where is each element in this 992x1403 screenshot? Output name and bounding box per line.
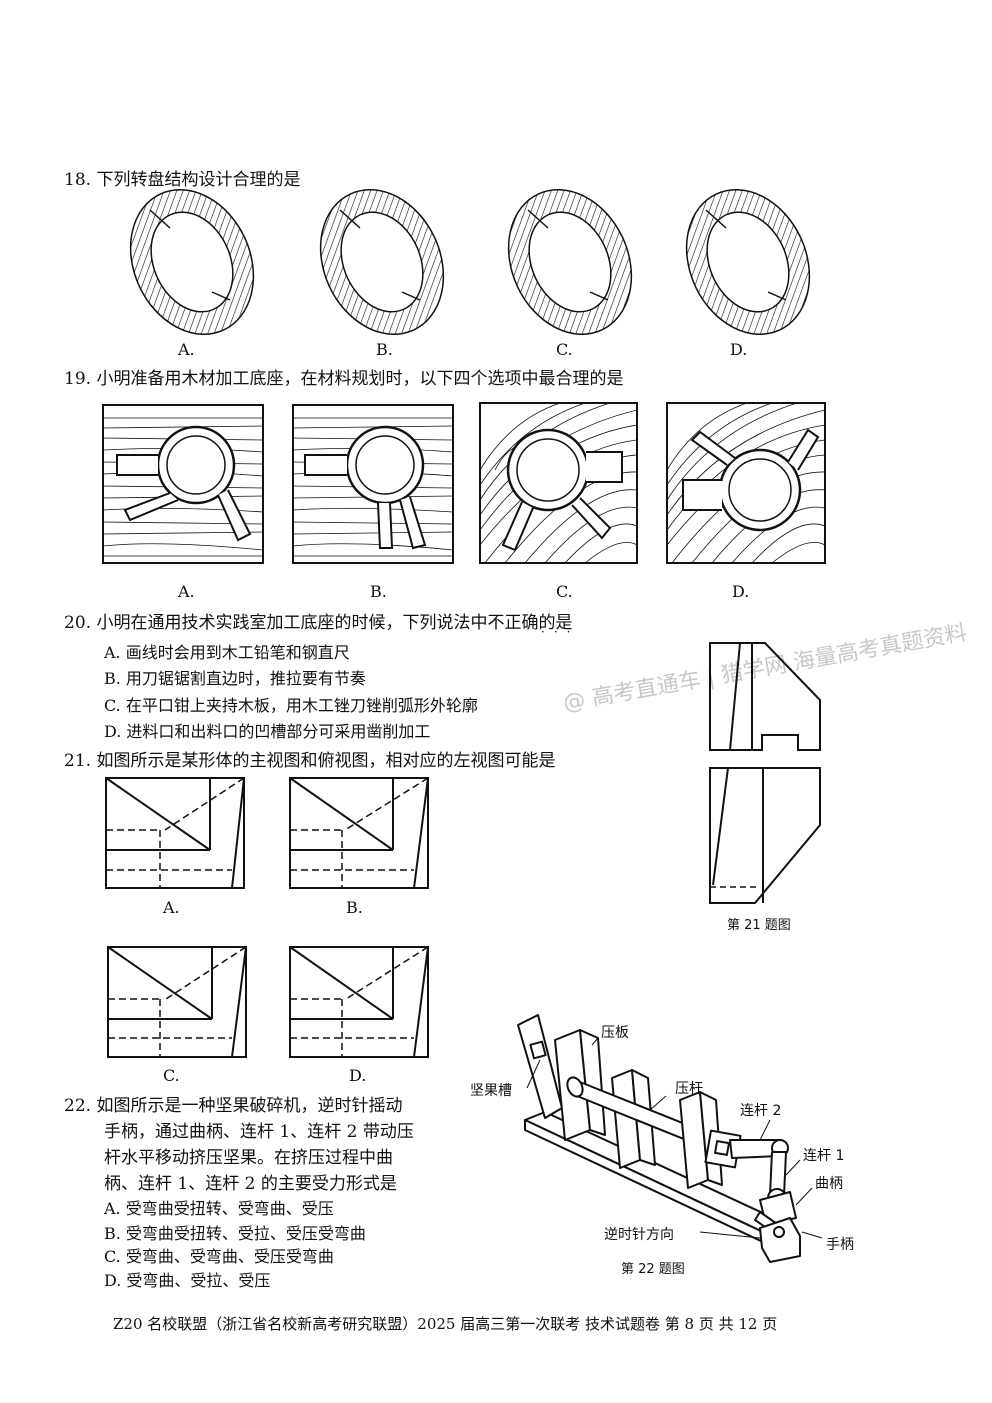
label-handle: 手柄: [826, 1237, 854, 1253]
q20-option-d[interactable]: D. 进料口和出料口的凹槽部分可采用凿削加工: [104, 722, 431, 741]
q21-stem: 21. 如图所示是某形体的主视图和俯视图，相对应的左视图可能是: [64, 751, 556, 771]
q19-option-c[interactable]: C.: [556, 582, 573, 601]
q21-front-view: [709, 642, 821, 751]
ring-option-d: [685, 188, 811, 336]
q20-option-a[interactable]: A. 画线时会用到木工铅笔和钢直尺: [104, 643, 350, 662]
q18-option-a[interactable]: A.: [178, 340, 195, 359]
q20-option-c[interactable]: C. 在平口钳上夹持木板，用木工锉刀锉削弧形外轮廓: [104, 696, 478, 715]
label-nut-slot: 坚果槽: [470, 1083, 512, 1099]
q22-option-c[interactable]: C. 受弯曲、受弯曲、受压受弯曲: [104, 1247, 334, 1266]
q21-top-view: [709, 767, 821, 904]
ring-option-b: [319, 188, 445, 336]
q22-figure-caption: 第 22 题图: [621, 1262, 685, 1277]
q22-stem-line-1: 22. 如图所示是一种坚果破碎机，逆时针摇动: [64, 1096, 403, 1116]
q18-option-d[interactable]: D.: [730, 340, 748, 359]
wood-option-b: [292, 404, 454, 564]
q18-stem: 18. 下列转盘结构设计合理的是: [64, 170, 301, 190]
q21-option-b-view: [289, 777, 429, 889]
wood-option-a: [102, 404, 264, 564]
q22-option-b[interactable]: B. 受弯曲受扭转、受拉、受压受弯曲: [104, 1224, 366, 1243]
q21-option-c-view: [107, 946, 247, 1058]
q21-option-a-view: [105, 777, 245, 889]
q21-option-b[interactable]: B.: [346, 898, 363, 917]
q19-option-a[interactable]: A.: [178, 582, 195, 601]
q21-figure-caption: 第 21 题图: [727, 918, 791, 933]
q22-option-d[interactable]: D. 受弯曲、受拉、受压: [104, 1271, 271, 1290]
label-link-2: 连杆 2: [740, 1103, 782, 1119]
q22-stem-line-2: 手柄，通过曲柄、连杆 1、连杆 2 带动压: [104, 1122, 414, 1142]
page-footer: Z20 名校联盟（浙江省名校新高考研究联盟）2025 届高三第一次联考 技术试题…: [113, 1315, 778, 1333]
label-link-1: 连杆 1: [803, 1148, 845, 1164]
q18-option-b[interactable]: B.: [376, 340, 393, 359]
label-press-plate: 压板: [601, 1025, 629, 1041]
q19-stem: 19. 小明准备用木材加工底座，在材料规划时，以下四个选项中最合理的是: [64, 369, 624, 389]
ring-option-a: [129, 188, 255, 336]
wood-option-c: [479, 402, 638, 564]
label-press-rod: 压杆: [675, 1081, 703, 1097]
q20-stem: 20. 小明在通用技术实践室加工底座的时候，下列说法中不正确的是: [64, 613, 573, 633]
q22-stem-line-3: 杆水平移动挤压坚果。在挤压过程中曲: [104, 1148, 393, 1168]
q19-option-d[interactable]: D.: [732, 582, 750, 601]
label-ccw-direction: 逆时针方向: [604, 1227, 674, 1243]
q21-option-c[interactable]: C.: [163, 1066, 180, 1085]
label-crank: 曲柄: [815, 1176, 843, 1192]
ring-option-c: [507, 188, 633, 336]
wood-option-d: [666, 402, 826, 564]
q19-option-b[interactable]: B.: [370, 582, 387, 601]
q22-option-a[interactable]: A. 受弯曲受扭转、受弯曲、受压: [104, 1199, 334, 1218]
q18-option-c[interactable]: C.: [556, 340, 573, 359]
q21-option-a[interactable]: A.: [163, 898, 180, 917]
q21-option-d-view: [289, 946, 429, 1058]
q21-option-d[interactable]: D.: [349, 1066, 367, 1085]
q22-stem-line-4: 柄、连杆 1、连杆 2 的主要受力形式是: [104, 1174, 397, 1194]
q20-option-b[interactable]: B. 用刀锯锯割直边时，推拉要有节奏: [104, 669, 366, 688]
q20-emphasis-dots: ···: [541, 625, 580, 639]
